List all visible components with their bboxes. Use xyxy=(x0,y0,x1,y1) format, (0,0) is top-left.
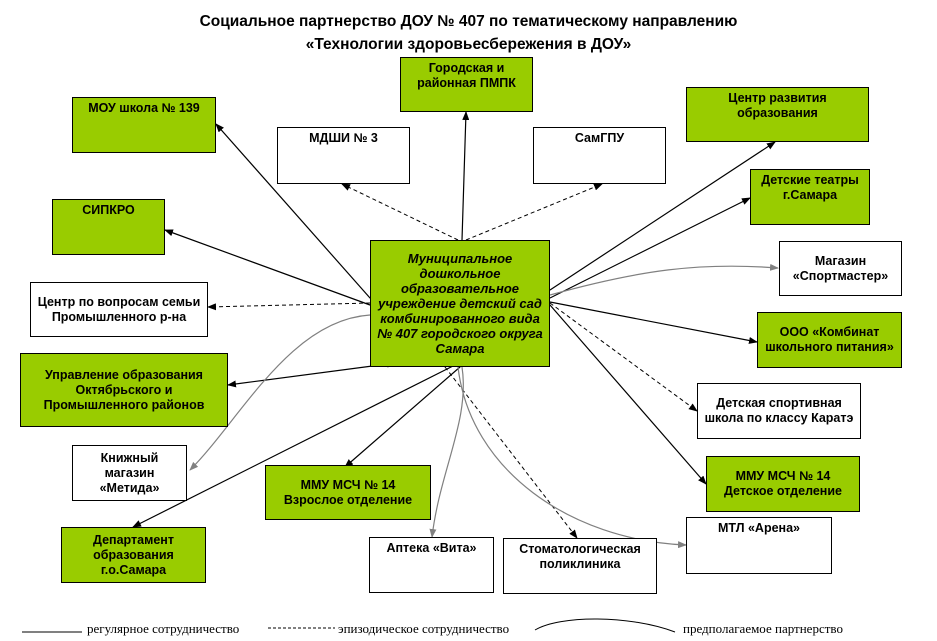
node-detskie-teatry: Детские театры г.Самара xyxy=(750,169,870,225)
node-gorod-pmpk: Городская и районная ПМПК xyxy=(400,57,533,112)
edge-sipkro xyxy=(164,229,379,312)
edge-pmpk xyxy=(458,111,470,249)
node-metida: Книжный магазин «Метида» xyxy=(72,445,187,501)
edge-arena xyxy=(453,358,687,549)
edge-teatry xyxy=(541,197,751,305)
edge-kombinat xyxy=(541,297,758,344)
diagram-title-line2: «Технологии здоровьесбережения в ДОУ» xyxy=(305,36,632,53)
legend-curve-line xyxy=(534,618,676,633)
edge-karate xyxy=(541,295,698,412)
edge-apteka xyxy=(429,358,465,538)
node-sipkro: СИПКРО xyxy=(52,199,165,255)
node-mmu-vzr: ММУ МСЧ № 14 Взрослое отделение xyxy=(265,465,431,520)
node-mdshi-3: МДШИ № 3 xyxy=(277,127,410,184)
node-center-dou-407: Муниципальное дошкольное образовательное… xyxy=(370,240,550,367)
legend-episodic-label: эпизодическое сотрудничество xyxy=(338,621,510,636)
edge-metida xyxy=(189,314,371,471)
legend-regular-label: регулярное сотрудничество xyxy=(87,621,240,636)
edge-centr-semyi xyxy=(207,299,379,311)
diagram-title-line1: Социальное партнерство ДОУ № 407 по тема… xyxy=(199,13,738,30)
edge-sportmaster xyxy=(541,263,779,301)
node-sportmaster: Магазин «Спортмастер» xyxy=(779,241,902,296)
node-mmu-det: ММУ МСЧ № 14 Детское отделение xyxy=(706,456,860,512)
node-arena: МТЛ «Арена» xyxy=(686,517,832,574)
node-centr-razvitiya: Центр развития образования xyxy=(686,87,869,142)
node-apteka: Аптека «Вита» xyxy=(369,537,494,593)
edge-mmu-vzr xyxy=(344,359,469,468)
node-karate: Детская спортивная школа по классу Карат… xyxy=(697,383,861,439)
node-samgpu: СамГПУ xyxy=(533,127,666,184)
node-stomat: Стоматологическая поликлиника xyxy=(503,538,657,594)
edge-mmu-det xyxy=(542,296,707,485)
legend-proposed-label: предполагаемое партнерство xyxy=(683,621,843,636)
edge-samgpu xyxy=(465,183,603,241)
edge-stomat xyxy=(437,358,578,539)
node-departament: Департамент образования г.о.Самара xyxy=(61,527,206,583)
node-kombinat: ООО «Комбинат школьного питания» xyxy=(757,312,902,368)
node-upravlenie: Управление образования Октябрьского и Пр… xyxy=(20,353,228,427)
edge-mdshi xyxy=(341,183,459,241)
edge-upravlenie xyxy=(227,360,389,388)
node-centr-semyi: Центр по вопросам семьи Промышленного р-… xyxy=(30,282,208,337)
node-mou-139: МОУ школа № 139 xyxy=(72,97,216,153)
